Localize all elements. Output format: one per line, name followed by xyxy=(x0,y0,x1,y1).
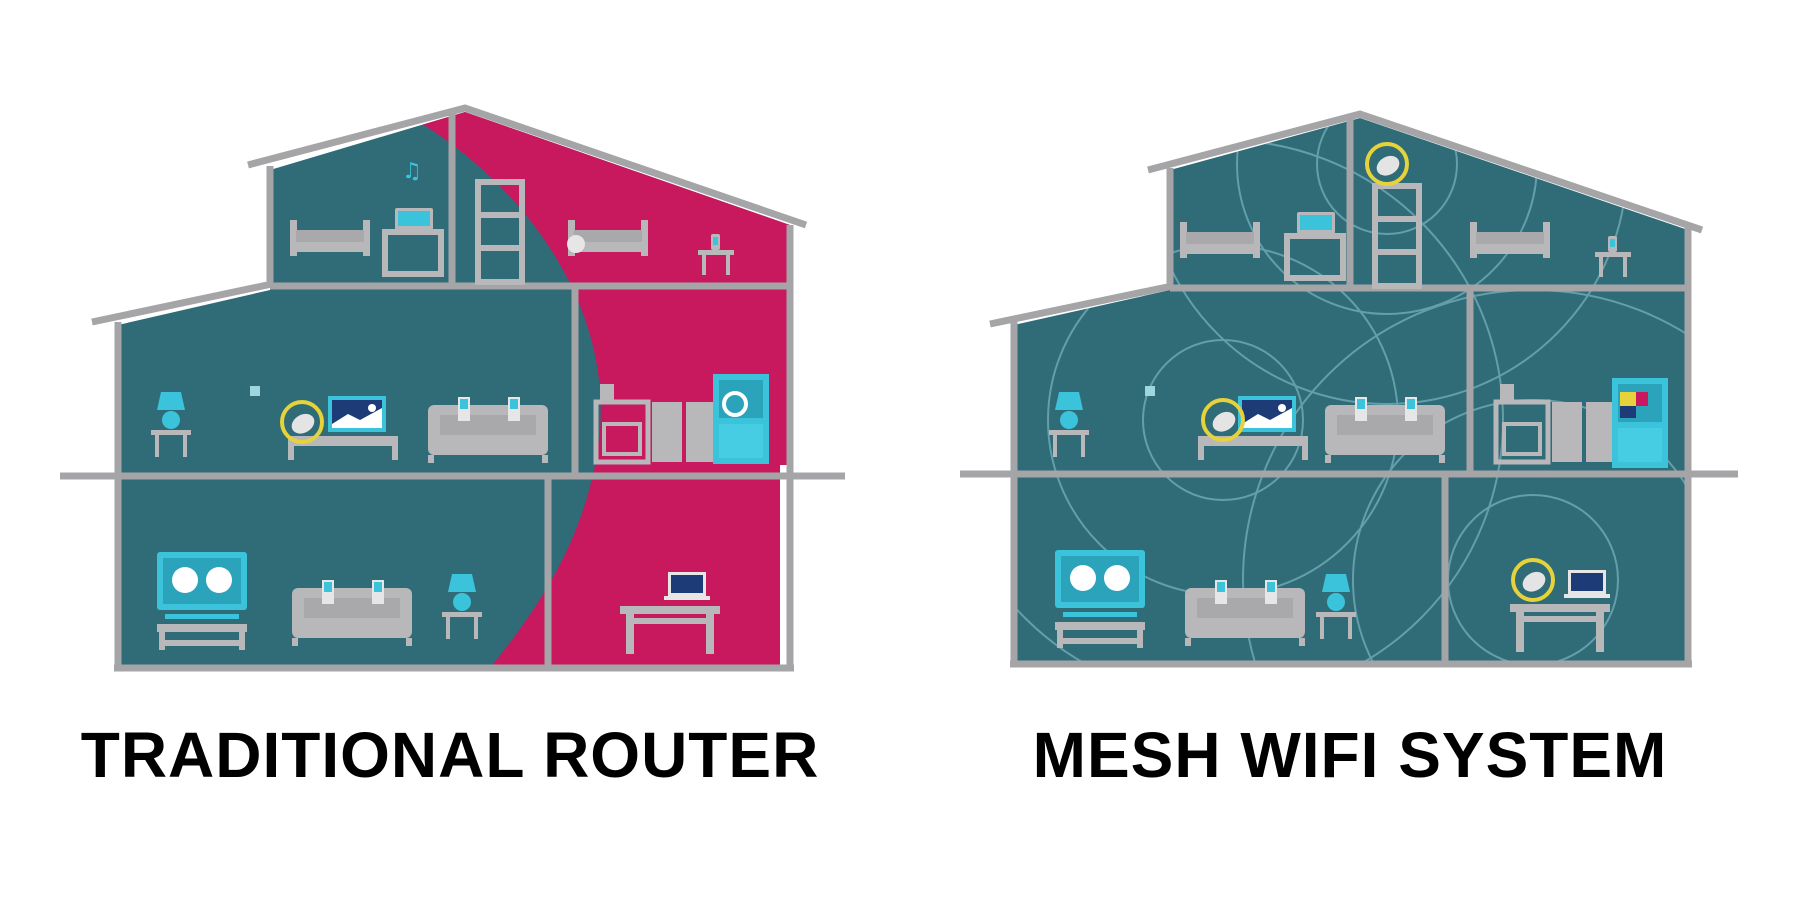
mesh-wifi-caption: MESH WIFI SYSTEM xyxy=(1032,719,1668,791)
no-signal-icon xyxy=(567,235,585,253)
no-signal-icon xyxy=(722,391,748,417)
house-walls xyxy=(60,104,845,672)
traditional-router-caption: TRADITIONAL ROUTER xyxy=(80,719,820,791)
traditional-router-house: ♫ xyxy=(60,104,845,672)
tile-icon xyxy=(1620,392,1636,406)
house-walls xyxy=(960,110,1738,668)
music-note-icon: ♫ xyxy=(402,159,422,184)
